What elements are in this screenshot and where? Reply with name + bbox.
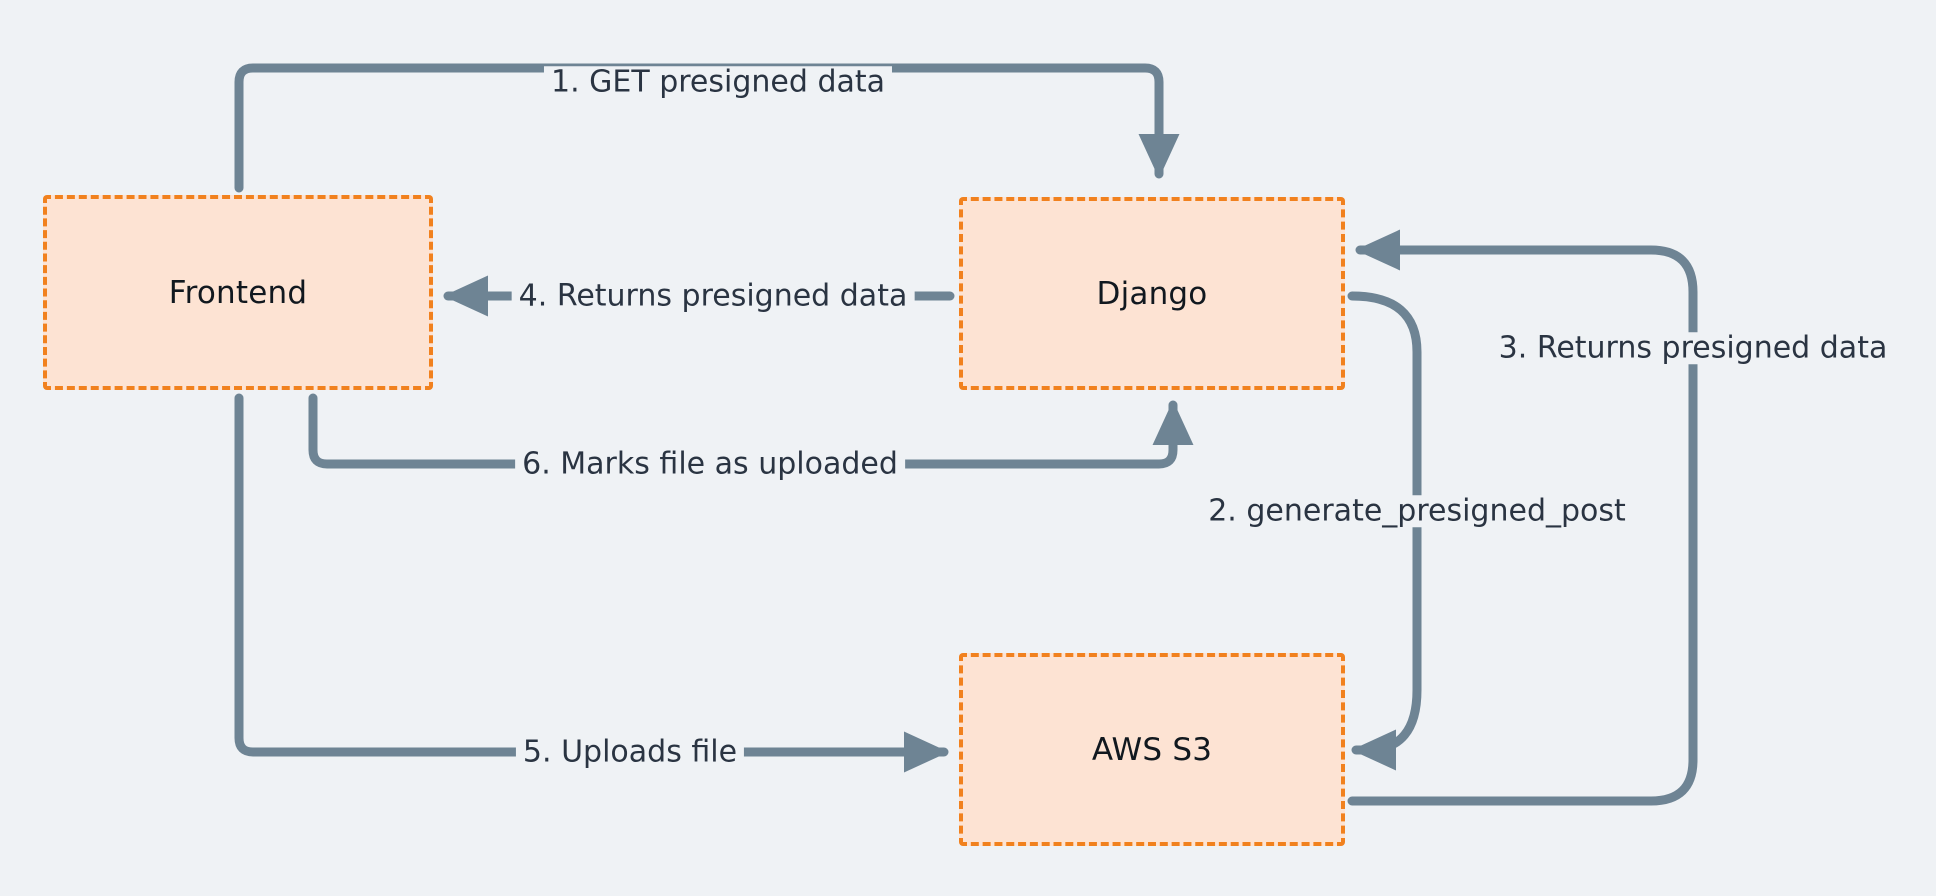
- edge-path-step-3: [1347, 229, 1698, 806]
- edge-path-step-5: [234, 393, 949, 773]
- edge-label-step-4: 4. Returns presigned data: [511, 280, 915, 312]
- node-frontend[interactable]: Frontend: [43, 195, 433, 390]
- edge-label-step-6: 6. Marks file as uploaded: [515, 448, 905, 480]
- node-aws-s3[interactable]: AWS S3: [959, 653, 1345, 846]
- edge-label-step-5: 5. Uploads file: [515, 736, 745, 768]
- edge-label-step-3: 3. Returns presigned data: [1491, 332, 1895, 364]
- edge-label-step-2: 2. generate_presigned_post: [1201, 495, 1633, 527]
- node-django[interactable]: Django: [959, 197, 1345, 390]
- node-aws-s3-label: AWS S3: [1091, 731, 1213, 768]
- node-django-label: Django: [1096, 275, 1208, 312]
- edge-label-step-1: 1. GET presigned data: [543, 66, 893, 98]
- node-frontend-label: Frontend: [168, 274, 308, 311]
